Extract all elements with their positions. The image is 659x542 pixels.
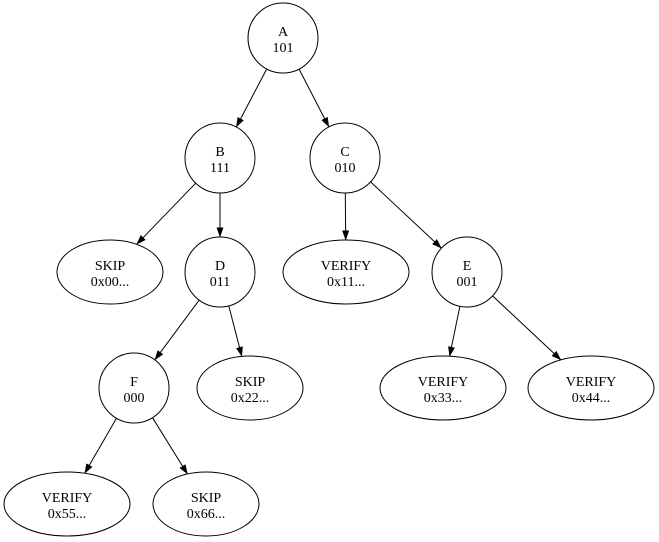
node-label: A bbox=[278, 25, 289, 40]
edge-A-C bbox=[298, 68, 330, 128]
node-value: 0x00... bbox=[91, 275, 130, 290]
node-label: VERIFY bbox=[418, 375, 469, 390]
edge-E-verify44 bbox=[492, 295, 562, 361]
edges-layer bbox=[84, 68, 562, 475]
edge-D-F bbox=[154, 299, 200, 361]
node-value: 001 bbox=[457, 275, 478, 290]
node-verify-0x44: VERIFY 0x44... bbox=[527, 355, 655, 421]
node-label: SKIP bbox=[191, 491, 222, 506]
node-E: E 001 bbox=[431, 236, 503, 308]
node-value: 0x33... bbox=[424, 391, 463, 406]
node-label: E bbox=[463, 259, 472, 274]
node-value: 0x44... bbox=[572, 391, 611, 406]
edge-C-E bbox=[370, 181, 442, 249]
node-skip-0x66: SKIP 0x66... bbox=[152, 471, 260, 537]
node-B: B 111 bbox=[184, 122, 256, 194]
node-C: C 010 bbox=[309, 122, 381, 194]
node-verify-0x11: VERIFY 0x11... bbox=[282, 239, 410, 305]
edge-B-skip00 bbox=[136, 182, 197, 245]
node-value: 101 bbox=[273, 41, 294, 56]
node-label: F bbox=[130, 375, 138, 390]
node-value: 0x66... bbox=[187, 507, 226, 522]
node-label: D bbox=[215, 259, 225, 274]
node-skip-0x00: SKIP 0x00... bbox=[56, 239, 164, 305]
node-label: SKIP bbox=[95, 259, 126, 274]
node-D: D 011 bbox=[184, 236, 256, 308]
node-label: VERIFY bbox=[42, 491, 93, 506]
node-value: 0x22... bbox=[231, 391, 270, 406]
node-label: VERIFY bbox=[566, 375, 617, 390]
edge-D-skip22 bbox=[228, 305, 243, 357]
node-F: F 000 bbox=[98, 352, 170, 424]
edge-E-verify33 bbox=[448, 306, 461, 357]
nodes-layer: A 101 B 111 C 010 SKIP 0x00... D 011 VER… bbox=[3, 2, 655, 537]
node-value: 111 bbox=[210, 161, 230, 176]
node-value: 0x55... bbox=[48, 507, 87, 522]
node-label: B bbox=[215, 145, 224, 160]
edge-F-verify55 bbox=[84, 418, 117, 474]
node-verify-0x55: VERIFY 0x55... bbox=[3, 471, 131, 537]
node-label: VERIFY bbox=[321, 259, 372, 274]
edge-A-B bbox=[235, 68, 268, 128]
node-label: SKIP bbox=[235, 375, 266, 390]
node-label: C bbox=[340, 145, 349, 160]
node-value: 010 bbox=[335, 161, 356, 176]
node-value: 011 bbox=[210, 275, 230, 290]
node-skip-0x22: SKIP 0x22... bbox=[196, 355, 304, 421]
node-value: 000 bbox=[124, 391, 145, 406]
edge-F-skip66 bbox=[152, 417, 188, 475]
node-value: 0x11... bbox=[327, 275, 365, 290]
node-verify-0x33: VERIFY 0x33... bbox=[379, 355, 507, 421]
node-A: A 101 bbox=[247, 2, 319, 74]
